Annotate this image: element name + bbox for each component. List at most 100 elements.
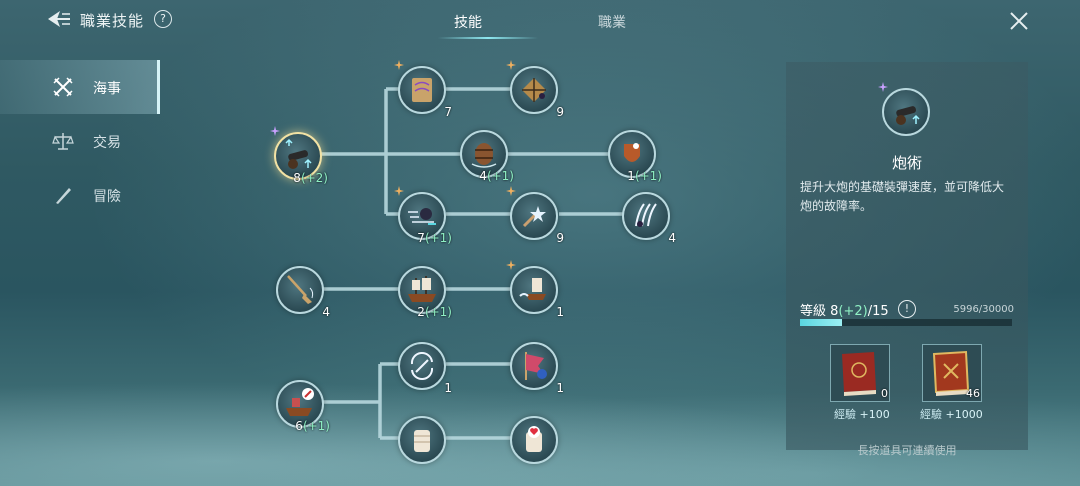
- skill-level: 1: [627, 169, 635, 183]
- skill-description: 提升大炮的基礎裝彈速度，並可降低大炮的故障率。: [800, 180, 1005, 213]
- ship-icon: [408, 276, 436, 302]
- scales-icon: [52, 133, 74, 150]
- skill-node-ship[interactable]: 2(+1): [398, 266, 452, 319]
- sidebar-item-label: 冒險: [93, 189, 121, 205]
- exp-progress-fill: [800, 319, 843, 326]
- sidebar-item-trade[interactable]: 交易: [0, 114, 160, 168]
- back-arrow-icon: [48, 11, 70, 27]
- usage-hint: 長按道具可連續使用: [857, 444, 957, 457]
- skill-node-claw[interactable]: 4: [622, 192, 676, 245]
- level-value: 等級 8: [800, 304, 839, 319]
- skill-level: 9: [556, 231, 564, 245]
- sidebar-item-label: 交易: [93, 135, 121, 151]
- exp-progress-bar: [800, 319, 1012, 326]
- bandage-icon: [414, 430, 430, 452]
- exp-book-small-label: 經驗 +100: [834, 406, 890, 422]
- skill-detail-panel: 炮術 提升大炮的基礎裝彈速度，並可降低大炮的故障率。 等級 8(+2)/15 !…: [786, 62, 1028, 457]
- quill-icon: [56, 188, 71, 204]
- exp-value: +100: [859, 408, 890, 421]
- skill-tree: 8(+2) 7 9 4(+1): [270, 60, 676, 464]
- skill-level: 7: [444, 105, 452, 119]
- cannon-icon: [285, 138, 312, 169]
- sidebar-item-maritime[interactable]: 海事: [0, 60, 160, 114]
- skill-level-label: 等級 8(+2)/15: [800, 300, 889, 319]
- sail-ship-icon: [519, 278, 546, 300]
- sparkle-icon: [506, 186, 516, 196]
- close-icon: [1010, 12, 1028, 30]
- skill-level: 1: [556, 305, 564, 319]
- item-count: 0: [881, 387, 888, 400]
- skill-bonus: (+2): [300, 171, 328, 185]
- skill-level: 9: [556, 105, 564, 119]
- skill-node-flag[interactable]: 1: [510, 342, 564, 395]
- level-info-button[interactable]: !: [898, 300, 916, 318]
- exp-value: +1000: [945, 408, 983, 421]
- gold-book-icon: [932, 350, 970, 396]
- repair-ship-icon: [286, 388, 314, 416]
- tab-career[interactable]: 職業: [598, 15, 626, 31]
- back-button[interactable]: [46, 8, 72, 30]
- sparkle-icon: [878, 82, 888, 92]
- close-button[interactable]: [1008, 10, 1030, 32]
- sparkle-icon: [270, 126, 280, 136]
- page-title: 職業技能: [80, 12, 145, 30]
- header: 職業技能 ? 技能 職業: [0, 0, 1080, 40]
- bandage-heart-icon: [526, 426, 542, 452]
- spark-icon: [522, 206, 546, 228]
- skill-bonus: (+1): [634, 169, 662, 183]
- kite-icon: [522, 78, 546, 102]
- skill-node-barrel[interactable]: 4(+1): [460, 130, 514, 183]
- crossed-swords-icon: [53, 77, 73, 97]
- claw-icon: [635, 203, 657, 227]
- exp-book-small[interactable]: 0: [830, 344, 890, 402]
- rotate-icon: [410, 352, 434, 380]
- skill-bonus: (+1): [302, 419, 330, 433]
- barrel-icon: [471, 143, 497, 168]
- sidebar-item-label: 海事: [93, 81, 121, 97]
- skill-level: 7: [417, 231, 425, 245]
- skill-level: 1: [556, 381, 564, 395]
- flag-icon: [525, 352, 547, 380]
- skill-node-shield[interactable]: 1(+1): [608, 130, 662, 183]
- skill-tree-connectors: [320, 87, 645, 440]
- skill-node-cannonball[interactable]: 7(+1): [394, 186, 452, 245]
- skill-node-sail-ship[interactable]: 1: [506, 260, 564, 319]
- skill-node-repair-ship[interactable]: 6(+1): [276, 380, 330, 433]
- skill-level: 6: [295, 419, 303, 433]
- sparkle-icon: [394, 186, 404, 196]
- skill-level: 4: [668, 231, 676, 245]
- skill-bonus: (+1): [424, 231, 452, 245]
- cannon-icon: [896, 106, 920, 125]
- skill-node-kite[interactable]: 9: [506, 60, 564, 119]
- sidebar-item-adventure[interactable]: 冒險: [0, 168, 160, 222]
- skill-node-bandage-heart[interactable]: [510, 416, 558, 464]
- tab-skills[interactable]: 技能: [454, 15, 482, 31]
- exp-label: 經驗: [920, 408, 942, 421]
- skill-bonus: (+1): [486, 169, 514, 183]
- shield-icon: [624, 143, 640, 162]
- skill-node-oar[interactable]: 4: [276, 266, 330, 319]
- skill-node-scroll[interactable]: 7: [394, 60, 452, 119]
- oar-icon: [287, 275, 314, 304]
- exp-book-large-label: 經驗 +1000: [920, 406, 983, 422]
- skill-name: 炮術: [891, 154, 922, 172]
- help-button[interactable]: ?: [154, 10, 172, 28]
- exp-label: 經驗: [834, 408, 856, 421]
- skill-level: 8: [293, 171, 301, 185]
- selected-skill-icon: [878, 82, 930, 136]
- skill-level: 4: [479, 169, 487, 183]
- level-bonus: (+2): [838, 304, 868, 319]
- skill-bonus: (+1): [424, 305, 452, 319]
- skill-node-cannon[interactable]: 8(+2): [270, 126, 328, 185]
- sparkle-icon: [394, 60, 404, 70]
- scroll-icon: [412, 78, 432, 102]
- sparkle-icon: [506, 60, 516, 70]
- exp-book-large[interactable]: 46: [922, 344, 982, 402]
- skill-level: 2: [417, 305, 425, 319]
- skill-level: 1: [444, 381, 452, 395]
- active-tab-underline: [438, 37, 538, 39]
- skill-node-bandage[interactable]: [398, 416, 446, 464]
- exp-counter: 5996/30000: [953, 304, 1014, 315]
- skill-node-rotate[interactable]: 1: [398, 342, 452, 395]
- skill-node-spark[interactable]: 9: [506, 186, 564, 245]
